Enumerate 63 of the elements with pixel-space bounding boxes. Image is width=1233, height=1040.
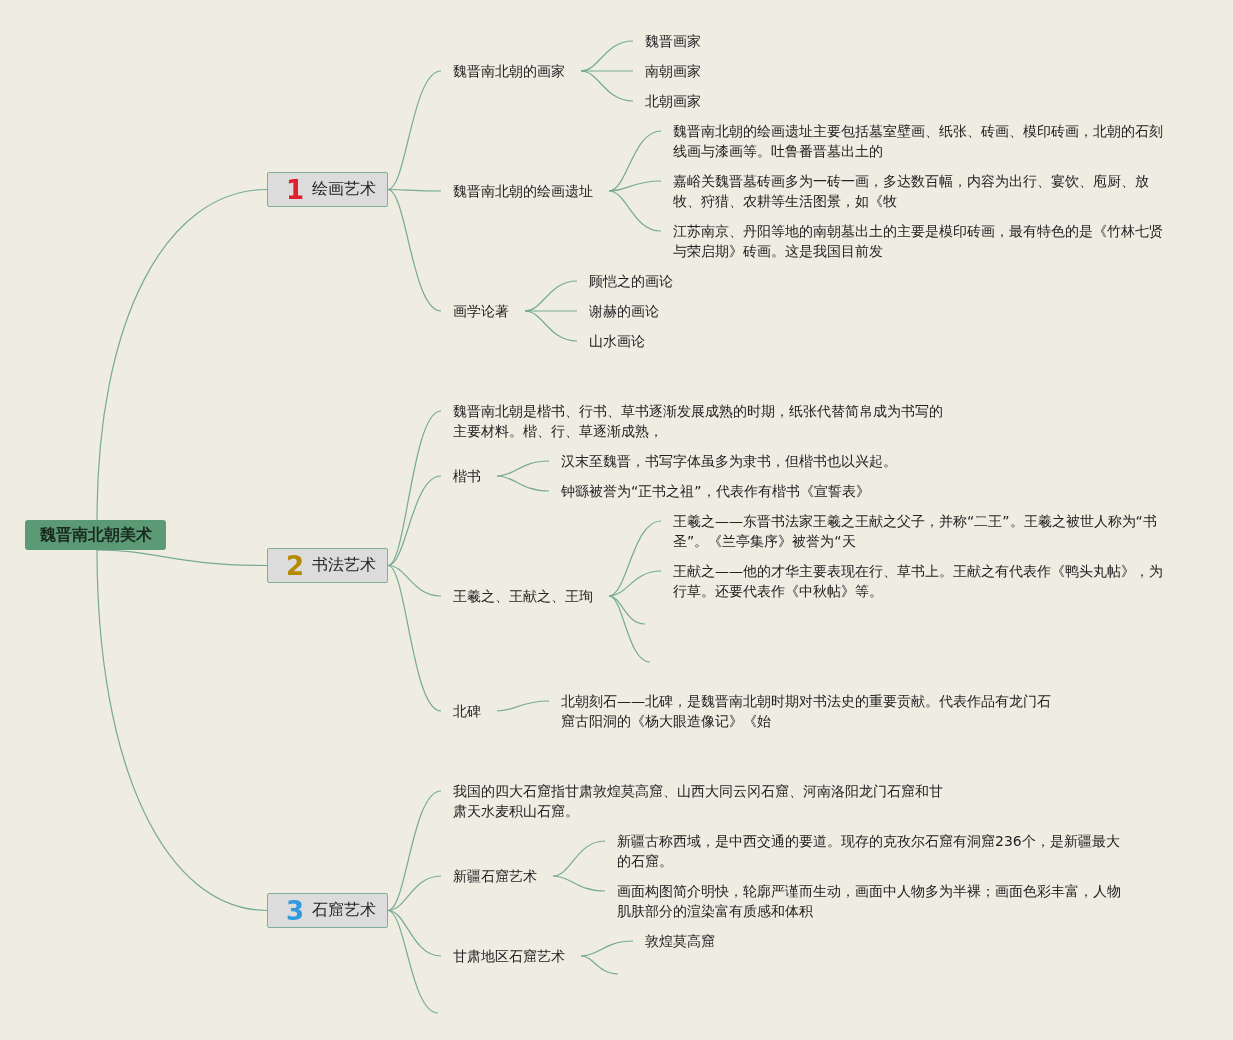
connector — [524, 310, 578, 312]
topic-text: 魏晋南北朝的绘画遗址 — [453, 181, 593, 201]
topic-text: 钟繇被誉为“正书之祖”，代表作有楷书《宣誓表》 — [561, 481, 870, 501]
topic-text: 魏晋南北朝的画家 — [453, 61, 565, 81]
topic-box — [267, 548, 388, 583]
topic-text: 新疆石窟艺术 — [453, 866, 537, 886]
topic-text: 王献之——他的才华主要表现在行、草书上。王献之有代表作《鸭头丸帖》，为行草。还要代表作《中秋帖》等。 — [673, 561, 1168, 601]
connector — [608, 180, 662, 192]
connector — [580, 70, 634, 102]
connector — [387, 70, 442, 191]
connector — [496, 475, 550, 492]
connector — [608, 595, 651, 663]
topic-text: 王羲之、王献之、王珣 — [453, 586, 593, 606]
number-label: 1 — [286, 174, 305, 205]
topic-box — [267, 172, 388, 207]
connector — [524, 310, 578, 342]
connector — [496, 700, 550, 712]
connector — [387, 909, 442, 957]
connector — [608, 570, 662, 597]
topic-text: 魏晋南北朝的绘画遗址主要包括墓室壁画、纸张、砖画、模印砖画，北朝的石刻线画与漆画等。吐鲁番晋墓出土的 — [673, 121, 1168, 161]
topic-text: 南朝画家 — [645, 61, 701, 81]
topic-box — [267, 893, 388, 928]
topic-text: 江苏南京、丹阳等地的南朝墓出土的主要是模印砖画，最有特色的是《竹林七贤与荣启期》砖画。这是我国目前发 — [673, 221, 1168, 261]
topic-text: 敦煌莫高窟 — [645, 931, 715, 951]
topic-label: 书法艺术 — [312, 555, 377, 576]
connector — [96, 188, 268, 521]
topic-text: 甘肃地区石窟艺术 — [453, 946, 565, 966]
topic-text: 楷书 — [453, 466, 481, 486]
connector — [580, 955, 619, 975]
topic-text: 北朝刻石——北碑，是魏晋南北朝时期对书法史的重要贡献。代表作品有龙门石窟古阳洞的《杨大眼造像记》《始 — [561, 691, 1056, 731]
topic-text: 我国的四大石窟指甘肃敦煌莫高窟、山西大同云冈石窟、河南洛阳龙门石窟和甘肃天水麦积山石窟。 — [453, 781, 948, 821]
topic-text: 新疆古称西域，是中西交通的要道。现存的克孜尔石窟有洞窟236个，是新疆最大的石窟。 — [617, 831, 1127, 871]
topic-text: 北朝画家 — [645, 91, 701, 111]
topic-text: 魏晋画家 — [645, 31, 701, 51]
connector — [387, 564, 442, 712]
connector — [552, 875, 606, 892]
connector — [387, 188, 442, 312]
connector — [96, 549, 268, 912]
connector — [387, 475, 442, 567]
connector — [387, 564, 442, 597]
topic-text: 画学论著 — [453, 301, 509, 321]
topic-label: 绘画艺术 — [312, 179, 377, 200]
topic-text: 山水画论 — [589, 331, 645, 351]
connector — [552, 840, 606, 877]
connector — [96, 549, 268, 567]
connector — [387, 909, 439, 1014]
root-topic: 魏晋南北朝美术 — [25, 520, 166, 550]
topic-text: 顾恺之的画论 — [589, 271, 673, 291]
topic-label: 石窟艺术 — [312, 900, 377, 921]
topic-text: 北碑 — [453, 701, 481, 721]
topic-text: 嘉峪关魏晋墓砖画多为一砖一画，多达数百幅，内容为出行、宴饮、庖厨、放牧、狩猎、农耕等生活图景，如《牧 — [673, 171, 1168, 211]
topic-text: 汉末至魏晋，书写字体虽多为隶书，但楷书也以兴起。 — [561, 451, 897, 471]
connector — [387, 188, 442, 192]
connector — [387, 790, 442, 912]
topic-text: 魏晋南北朝是楷书、行书、草书逐渐发展成熟的时期，纸张代替简帛成为书写的主要材料。楷、行、草逐渐成熟， — [453, 401, 948, 441]
connector — [580, 70, 634, 72]
topic-text: 谢赫的画论 — [589, 301, 659, 321]
topic-text: 王羲之——东晋书法家王羲之王献之父子，并称“二王”。王羲之被世人称为“书圣”。《兰亭集序》被誉为“天 — [673, 511, 1168, 551]
connector — [580, 940, 634, 957]
connector — [608, 190, 662, 232]
topic-text: 画面构图简介明快，轮廓严谨而生动，画面中人物多为半裸；画面色彩丰富，人物肌肤部分的渲染富有质感和体积 — [617, 881, 1127, 921]
number-label: 3 — [286, 895, 305, 926]
number-label: 2 — [286, 550, 305, 581]
